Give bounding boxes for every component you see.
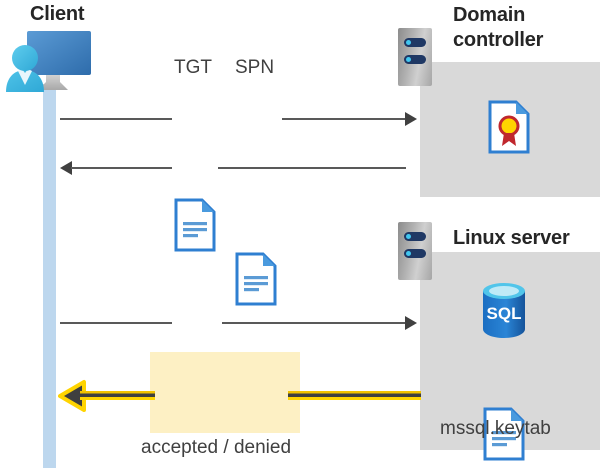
sql-label: SQL (487, 304, 522, 323)
user-at-computer-icon (4, 26, 96, 98)
message-3-line-right (222, 322, 406, 324)
message-2-line-left (71, 167, 172, 169)
keytab-filename-label: mssql.keytab (440, 418, 551, 439)
domain-controller-rack-icon (398, 28, 432, 86)
certificate-document-icon (488, 100, 530, 154)
accepted-denied-label: accepted / denied (141, 437, 292, 458)
linux-server-title: Linux server (453, 227, 570, 249)
tgt-document-icon (174, 198, 216, 252)
message-3-arrowhead (405, 316, 417, 330)
message-1-arrowhead (405, 112, 417, 126)
message-1-line-right (282, 118, 406, 120)
message-2-line-right (218, 167, 406, 169)
message-4-line-right (288, 391, 421, 400)
message-2-arrowhead (60, 161, 72, 175)
message-1-line-left (60, 118, 172, 120)
message-3-line-left (60, 322, 172, 324)
sql-database-icon: SQL (479, 281, 529, 339)
keytab-document-icon (483, 407, 525, 461)
message-4-line-left (80, 391, 155, 400)
client-title: Client (30, 3, 85, 25)
spn-document-icon (235, 252, 277, 306)
domain-controller-title-line1: Domain (453, 4, 526, 26)
client-lifeline (43, 84, 56, 468)
tgt-label: TGT (174, 57, 212, 78)
accepted-denied-highlight-box (150, 352, 300, 433)
spn-label: SPN (235, 57, 275, 78)
domain-controller-title-line2: controller (453, 29, 544, 51)
linux-server-rack-icon (398, 222, 432, 280)
